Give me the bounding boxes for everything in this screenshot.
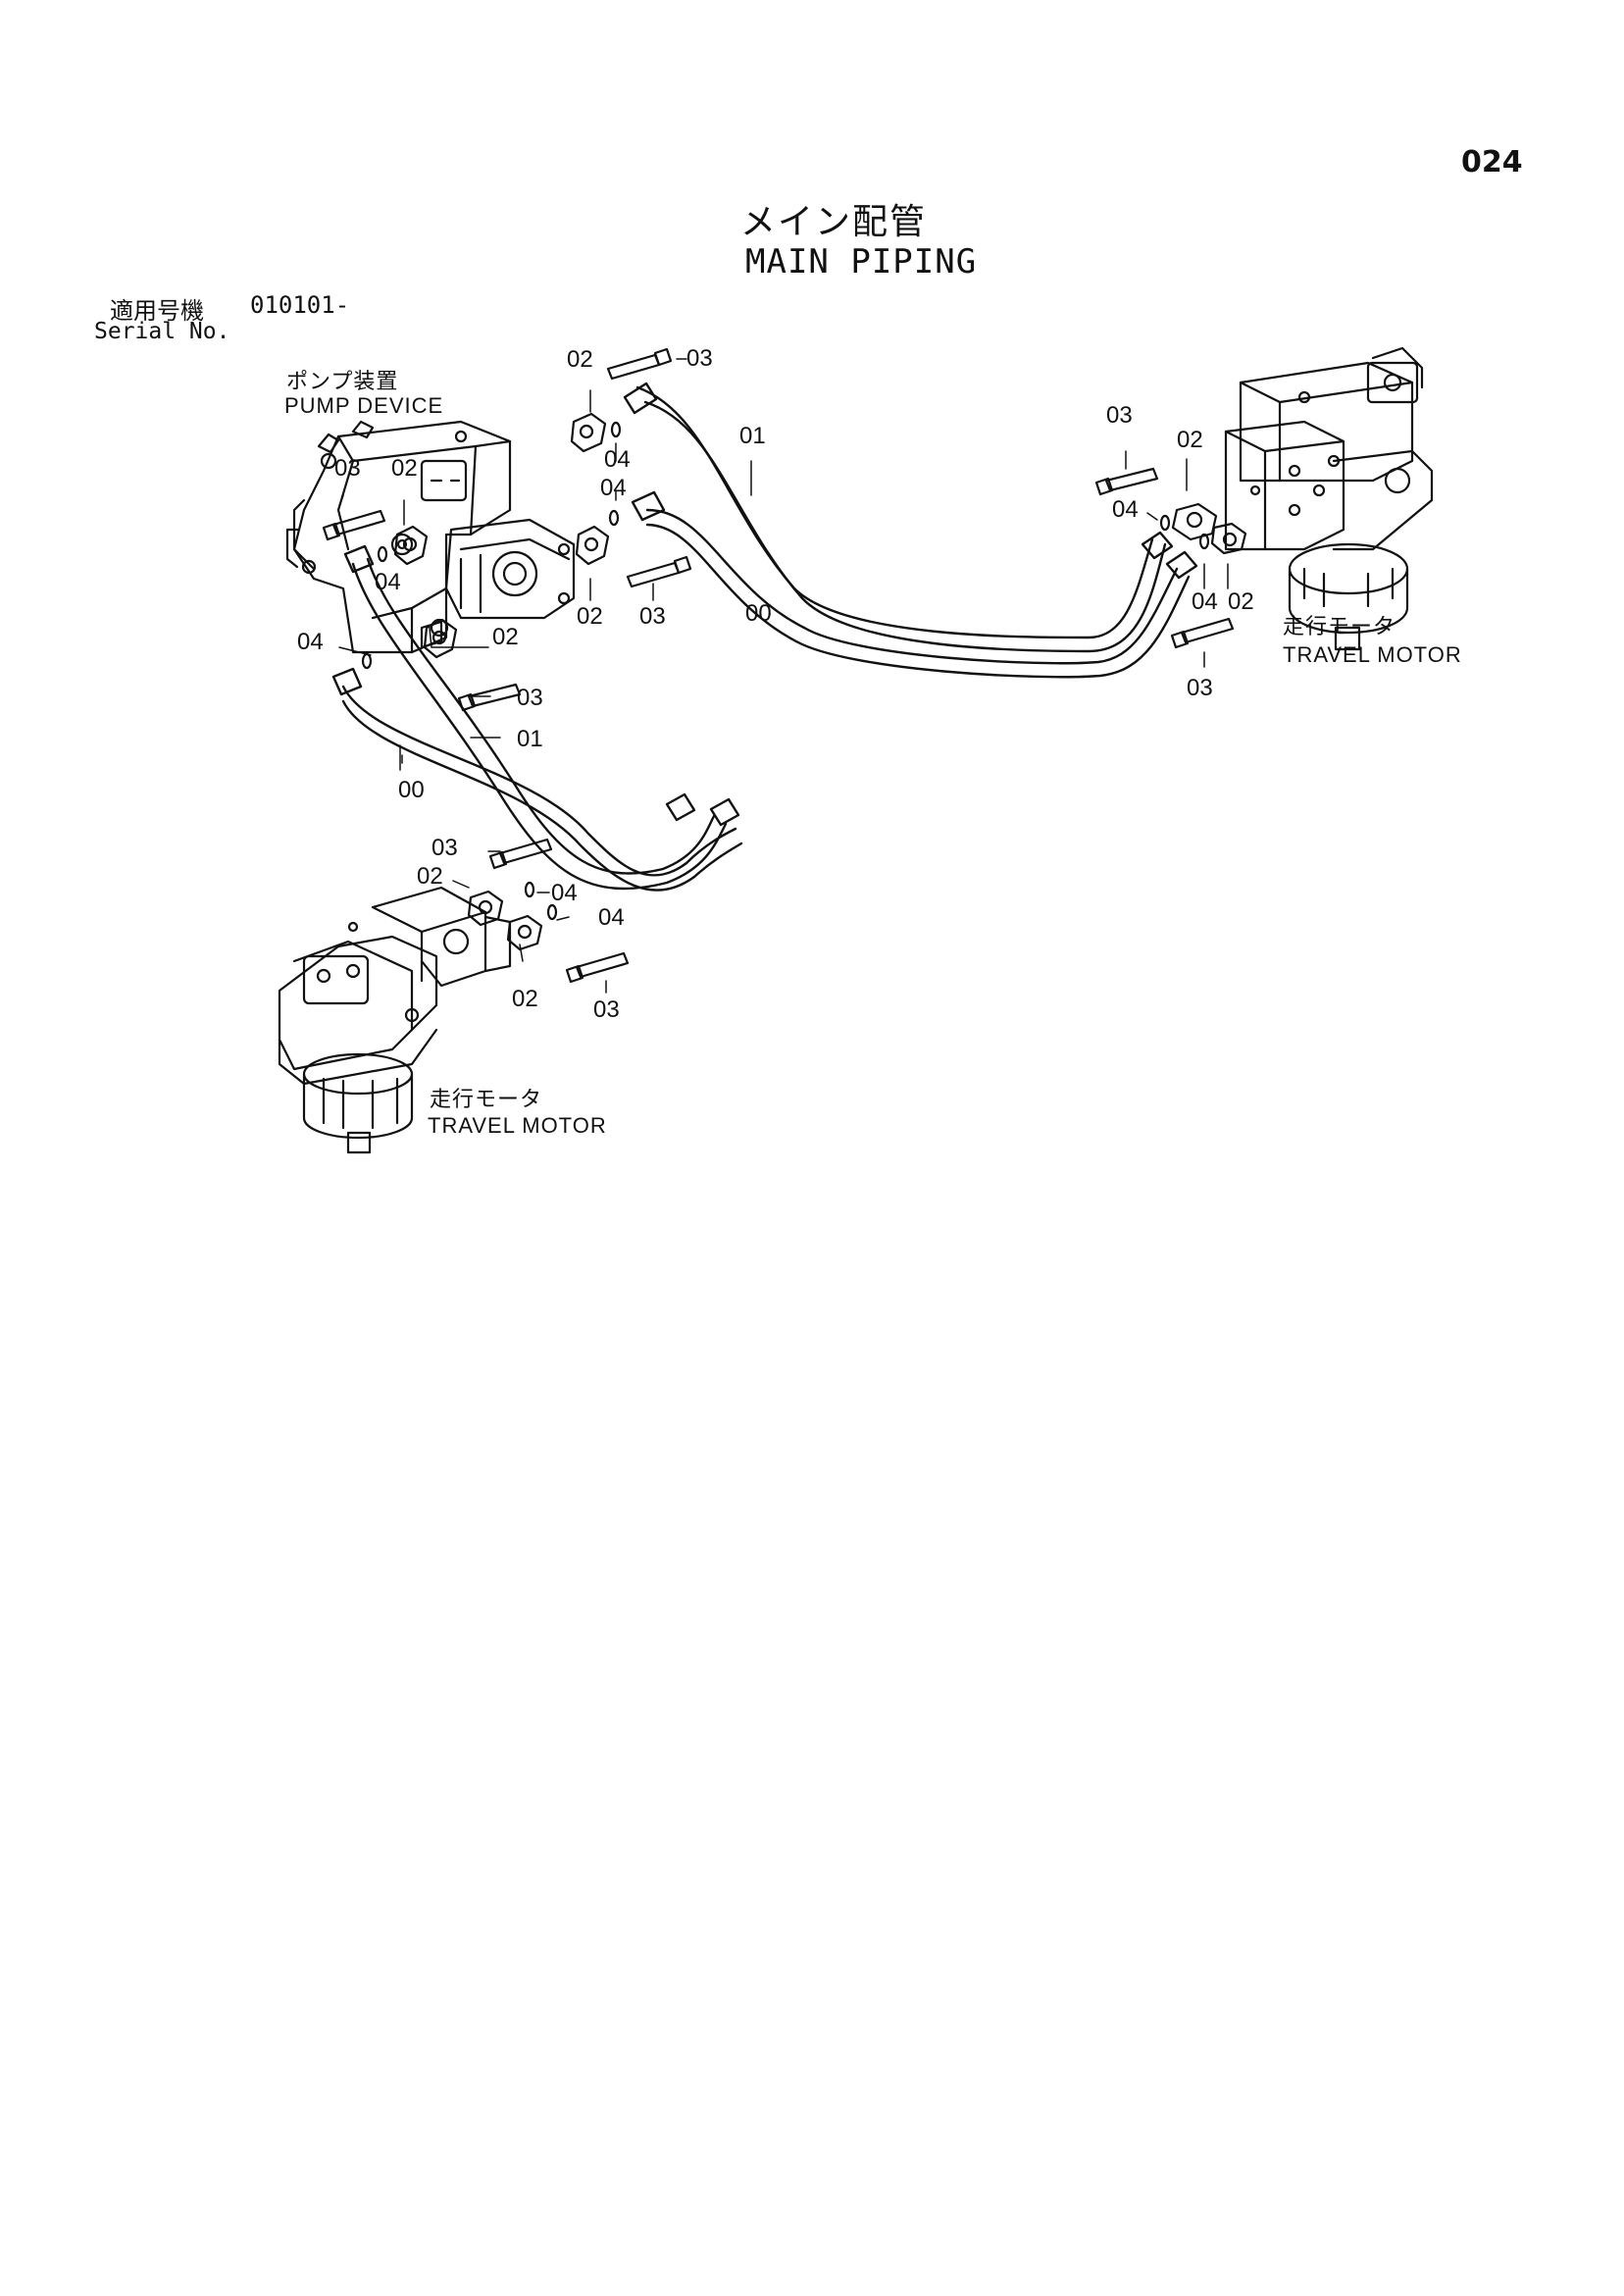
callout-number: 04 [598,904,625,931]
callout-number: 03 [639,603,666,630]
callout-number: 03 [593,996,620,1023]
callout-number: 02 [567,346,593,373]
pump-device-label-jp: ポンプ装置 [286,369,399,393]
callout-number: 04 [297,629,324,655]
travel-motor-left-label-en: TRAVEL MOTOR [428,1113,607,1138]
callout-number: 02 [492,624,519,650]
callout-number: 04 [375,569,401,595]
callout-number: 02 [577,603,603,630]
hose-01-left [343,544,740,891]
travel-motor-right-drawing [1224,346,1434,651]
page-title-jp: メイン配管 [740,202,928,242]
callout-number: 03 [1106,402,1133,429]
callout-number: 03 [517,685,543,711]
serial-value: 010101- [250,291,350,319]
page-number: 024 [1461,145,1523,179]
hose-00-right [631,490,1198,679]
callout-number: 02 [1228,588,1254,615]
right-motor-fittings [1094,467,1247,649]
travel-motor-right-label-en: TRAVEL MOTOR [1283,642,1462,667]
pump-flanges [393,412,610,659]
leader-lines [337,358,1229,994]
page-title-en: MAIN PIPING [745,242,978,281]
callout-number: 04 [1112,496,1139,523]
callout-number: 04 [551,880,578,906]
callout-number: 04 [600,475,627,501]
callout-number: 02 [1177,427,1203,453]
callout-number: 00 [745,600,772,627]
callout-number: 04 [1192,588,1218,615]
pump-bolts [322,347,692,712]
callout-number: 03 [431,835,458,861]
travel-motor-left-label-jp: 走行モータ [430,1087,543,1111]
serial-label-jp: 適用号機 [110,297,204,325]
callout-number: 01 [517,726,543,752]
travel-motor-left-drawing [278,886,512,1154]
callout-number: 04 [604,446,631,473]
pump-device-drawing [285,420,576,654]
callout-number: 03 [334,455,361,482]
hose-01-right [623,382,1167,653]
left-motor-fittings [467,838,630,984]
hose-00-left [331,667,743,892]
callout-number: 02 [512,986,538,1012]
pump-device-label-en: PUMP DEVICE [284,393,444,418]
callout-number: 02 [391,455,418,482]
callout-number: 00 [398,777,425,803]
travel-motor-right-label-jp: 走行モータ [1283,614,1396,638]
callout-number: 02 [417,863,443,890]
serial-label-en: Serial No. [94,319,230,344]
callout-number: 03 [1187,675,1213,701]
callout-number: 01 [739,423,766,449]
callout-number: 03 [686,345,713,372]
